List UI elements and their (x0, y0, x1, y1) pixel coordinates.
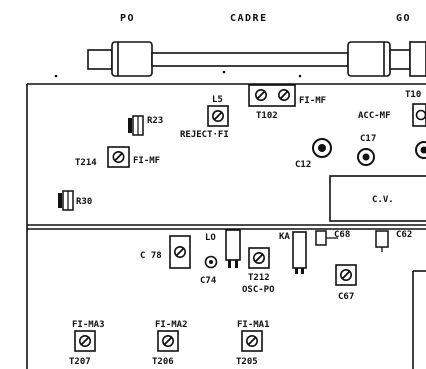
resistor-r23 (128, 115, 144, 136)
label-c74: C74 (200, 276, 217, 286)
label-po: PO (120, 13, 135, 24)
variable-capacitor-cv (329, 175, 426, 222)
coil-lo (225, 229, 241, 261)
label-c62: C62 (396, 230, 412, 240)
label-t214: T214 (75, 158, 97, 168)
label-fi-ma1: FI-MA1 (237, 320, 270, 330)
label-c67: C67 (338, 292, 354, 302)
label-reject-fi: REJECT·FI (180, 130, 229, 140)
resistor-r30 (58, 190, 74, 211)
right-frame (412, 270, 426, 369)
label-t206: T206 (152, 357, 174, 367)
label-go: GO (396, 13, 411, 24)
upper-board-frame (26, 83, 426, 369)
label-acc-mf: ACC-MF (358, 111, 391, 121)
label-l5: L5 (212, 95, 223, 105)
label-lo: LO (205, 233, 216, 243)
label-t102: T102 (256, 111, 278, 121)
label-c68: C68 (334, 230, 350, 240)
label-fi-mf-top: FI-MF (299, 96, 326, 106)
board-divider (27, 224, 426, 230)
capacitor-c12 (312, 138, 332, 158)
label-c17: C17 (360, 134, 376, 144)
label-fi-mf-left: FI-MF (133, 156, 160, 166)
label-t212: T212 (248, 273, 270, 283)
label-cv: C.V. (372, 195, 394, 205)
label-osc-po: OSC-PO (242, 285, 275, 295)
label-r30: R30 (76, 197, 92, 207)
capacitor-c74 (204, 255, 218, 269)
board-dots (54, 70, 302, 78)
coil-ka (292, 231, 307, 269)
capacitor-c68 (315, 230, 338, 246)
capacitor-c62 (375, 230, 389, 252)
label-fi-ma3: FI-MA3 (72, 320, 105, 330)
label-t205: T205 (236, 357, 258, 367)
capacitor-right-edge (415, 141, 426, 159)
label-r23: R23 (147, 116, 163, 126)
label-cadre: CADRE (230, 13, 268, 24)
label-c78: C 78 (140, 251, 162, 261)
ferrite-rod-assembly (87, 41, 426, 77)
label-ka: KA (279, 232, 290, 242)
label-fi-ma2: FI-MA2 (155, 320, 188, 330)
label-t207: T207 (69, 357, 91, 367)
capacitor-c17 (357, 148, 375, 166)
label-c12: C12 (295, 160, 311, 170)
label-t10: T10 (405, 90, 421, 100)
